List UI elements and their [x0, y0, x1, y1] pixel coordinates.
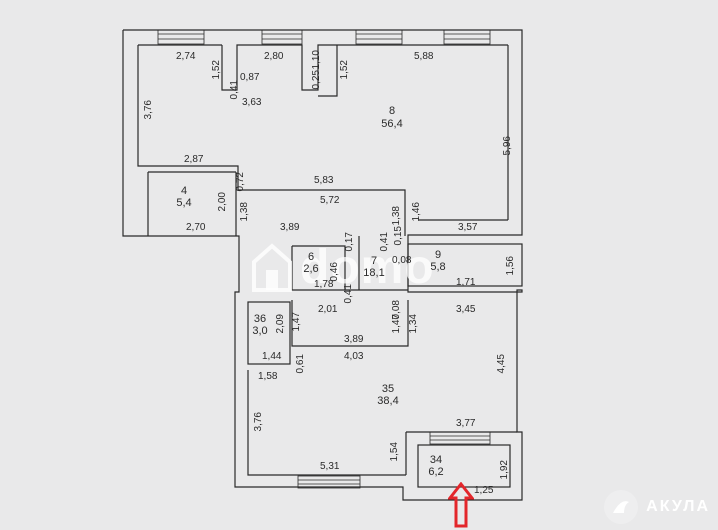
dimension-label: 1,44: [262, 351, 282, 362]
dimension-label: 1,46: [411, 202, 422, 222]
dimension-label: 1,92: [499, 460, 510, 480]
dimension-label: 5,88: [414, 51, 434, 62]
wall: [137, 45, 406, 236]
room-area: 18,1: [363, 267, 385, 279]
dimension-label: 3,77: [456, 418, 476, 429]
dimension-label: 1,34: [408, 314, 419, 334]
wall: [247, 301, 291, 365]
dimension-label: 3,63: [242, 97, 262, 108]
dimension-label: 1,25: [474, 485, 494, 496]
dimension-label: 0,25: [311, 70, 322, 90]
dimension-label: 1,56: [505, 256, 516, 276]
room-area: 56,4: [381, 118, 403, 130]
room-number: 35: [381, 383, 395, 395]
entrance-arrow-icon: [448, 482, 474, 528]
watermark-text: domo: [300, 241, 435, 294]
dimension-label: 5,83: [314, 175, 334, 186]
dimension-label: 0,72: [235, 172, 246, 192]
room-number: 34: [429, 454, 443, 466]
dimension-label: 3,57: [458, 222, 478, 233]
wall: [291, 300, 409, 347]
dimension-label: 0,61: [295, 354, 306, 374]
brand-logo: АКУЛА: [604, 490, 710, 524]
dimension-label: 2,70: [186, 222, 206, 233]
dimension-label: 3,76: [253, 412, 264, 432]
room-number: 7: [370, 255, 378, 267]
dimension-label: 1,78: [314, 279, 334, 290]
dimension-label: 1,58: [258, 371, 278, 382]
room-number: 6: [307, 251, 315, 263]
shark-icon: [604, 490, 639, 524]
dimension-label: 1,10: [311, 50, 322, 70]
dimension-label: 0,41: [229, 80, 240, 100]
dimension-label: 1,71: [456, 277, 476, 288]
dimension-label: 2,09: [275, 314, 286, 334]
room-number: 36: [253, 313, 267, 325]
dimension-label: 5,96: [502, 136, 513, 156]
dimension-label: 3,89: [344, 334, 364, 345]
dimension-label: 5,31: [320, 461, 340, 472]
dimension-label: 0,17: [344, 232, 355, 252]
room-area: 6,2: [428, 466, 444, 478]
room-number: 9: [434, 249, 442, 261]
dimension-label: 1,52: [339, 60, 350, 80]
dimension-label: 0,87: [240, 72, 260, 83]
room-area: 3,0: [252, 325, 268, 337]
dimension-label: 2,80: [264, 51, 284, 62]
dimension-label: 4,45: [496, 354, 507, 374]
dimension-label: 3,76: [143, 100, 154, 120]
dimension-label: 2,87: [184, 154, 204, 165]
room-area: 2,6: [303, 263, 319, 275]
dimension-label: 2,01: [318, 304, 338, 315]
house-logo-icon: [252, 243, 292, 292]
wall: [221, 44, 355, 91]
dimension-label: 0,15: [393, 226, 404, 246]
room-number: 4: [180, 185, 188, 197]
brand-name: АКУЛА: [646, 498, 710, 515]
dimension-label: 2,74: [176, 51, 196, 62]
dimension-label: 4,03: [344, 351, 364, 362]
dimension-label: 1,47: [391, 314, 402, 334]
wall: [318, 45, 338, 97]
dimension-label: 3,89: [280, 222, 300, 233]
room-area: 5,4: [176, 197, 192, 209]
dimension-label: 0,46: [329, 262, 340, 282]
room-area: 5,8: [430, 261, 446, 273]
dimension-label: 5,72: [320, 195, 340, 206]
window: [157, 29, 491, 489]
dimension-label: 1,54: [389, 442, 400, 462]
room-area: 38,4: [377, 395, 399, 407]
wall: [247, 370, 406, 476]
dimension-label: 3,45: [456, 304, 476, 315]
room-number: 8: [388, 105, 396, 117]
dimension-label: 2,00: [217, 192, 228, 212]
dimension-label: 1,38: [391, 206, 402, 226]
wall: [407, 243, 523, 287]
outer-wall: [122, 29, 523, 501]
dimension-label: 1,47: [291, 312, 302, 332]
dimension-label: 1,52: [211, 60, 222, 80]
dimension-label: 0,41: [343, 284, 354, 304]
dimension-label: 0,41: [379, 232, 390, 252]
dimension-label: 1,38: [239, 202, 250, 222]
dimension-label: 0,08: [392, 255, 412, 266]
